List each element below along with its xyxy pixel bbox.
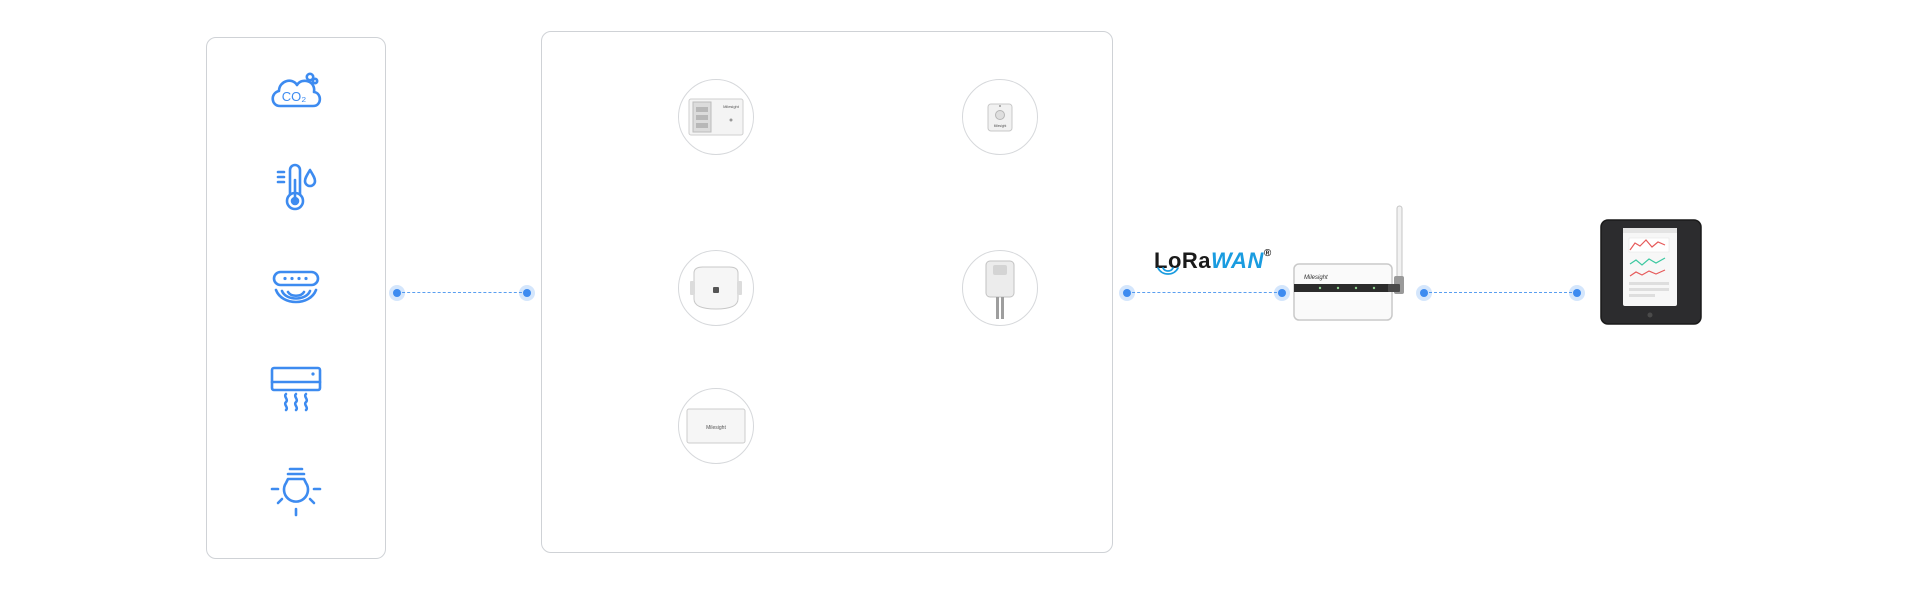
lorawan-gateway: Milesight bbox=[1290, 200, 1410, 324]
ceiling-button-sensor: Milesight bbox=[962, 79, 1038, 155]
connector-dot bbox=[1123, 289, 1131, 297]
lorawan-wave-icon bbox=[1157, 267, 1179, 275]
light-bulb-icon bbox=[266, 463, 326, 523]
connector-dot bbox=[1278, 289, 1286, 297]
gateway-logo: Milesight bbox=[1304, 275, 1328, 281]
lorawan-registered-mark: ® bbox=[1263, 248, 1272, 259]
connector-dot bbox=[1573, 289, 1581, 297]
svg-text:Milesight: Milesight bbox=[994, 124, 1007, 128]
radar-sensor-icon bbox=[266, 260, 326, 320]
connector-dot bbox=[523, 289, 531, 297]
box-sensor: Milesight bbox=[678, 388, 754, 464]
link-icons-to-devices bbox=[397, 292, 527, 293]
svg-text:Milesight: Milesight bbox=[706, 425, 726, 431]
air-conditioner-icon bbox=[266, 358, 326, 418]
plug-in-sensor bbox=[678, 250, 754, 326]
pipe-probe-sensor bbox=[962, 250, 1038, 326]
thermometer-humidity-icon bbox=[266, 158, 326, 218]
lorawan-wan-text: WAN bbox=[1211, 248, 1264, 273]
application-icons-panel: CO₂ bbox=[206, 37, 386, 559]
lorawan-logo: LoRaWAN® bbox=[1152, 246, 1271, 280]
co2-label: CO₂ bbox=[282, 89, 307, 104]
lcd-panel-sensor: Milesight bbox=[678, 79, 754, 155]
connector-dot bbox=[1420, 289, 1428, 297]
co2-cloud-icon: CO₂ bbox=[266, 60, 326, 120]
svg-text:Milesight: Milesight bbox=[723, 104, 740, 109]
connector-dot bbox=[393, 289, 401, 297]
link-devices-to-gateway bbox=[1127, 292, 1282, 293]
devices-panel: Milesight Milesight Milesight bbox=[541, 31, 1113, 553]
link-gateway-to-tablet bbox=[1424, 292, 1577, 293]
control-tablet bbox=[1599, 218, 1703, 326]
